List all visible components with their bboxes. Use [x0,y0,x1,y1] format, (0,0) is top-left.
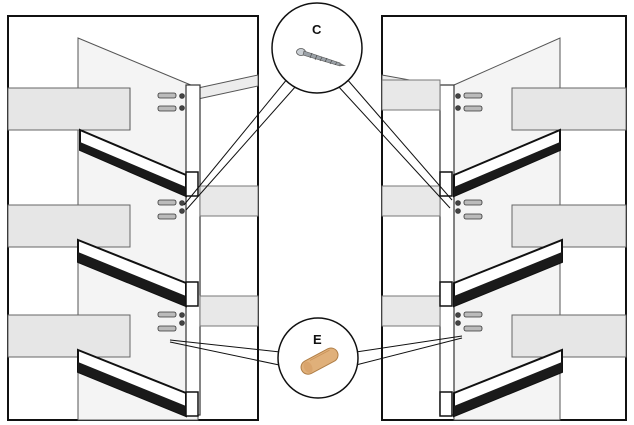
right-rail-2 [511,204,627,248]
leader-line-screw-left-2 [185,85,297,211]
right-fittings-3 [455,311,483,332]
left-dark-rail-1 [79,128,199,198]
right-assembly-panel [381,15,627,421]
leader-line-dowel-left-2 [169,341,285,367]
right-rail-1 [511,87,627,131]
callout-dowel-label: E [313,332,322,347]
left-assembly-panel [7,15,259,421]
leader-line-dowel-left [169,339,281,353]
right-rail-left-1 [381,79,441,111]
leader-line-screw-left [183,77,289,206]
right-dark-rail-3 [439,348,563,418]
leader-line-dowel-right-2 [351,337,463,367]
left-dark-rail-2 [77,238,199,308]
leader-line-screw-right [345,77,453,201]
left-rail-right-2 [199,185,259,217]
right-fittings-2 [455,199,483,220]
left-fittings-2 [157,199,185,220]
leader-line-dowel-right [355,335,463,353]
left-dark-rail-3 [77,348,199,418]
leader-line-screw-right-2 [337,85,451,209]
right-rail-left-2 [381,185,441,217]
right-rail-left-3 [381,295,441,327]
right-dark-rail-2 [439,238,563,308]
left-rail-3 [7,314,131,358]
left-front-upright [185,84,201,416]
callout-screw-label: C [312,22,322,37]
callout-screw-circle [271,2,363,94]
callout-dowel: E [169,317,463,399]
right-fittings-1 [455,92,483,112]
left-fittings-1 [157,92,185,112]
right-rail-3 [511,314,627,358]
wood-screw-icon [296,48,346,67]
right-front-upright [439,84,455,416]
left-rail-right-3 [199,295,259,327]
left-rail-1 [7,87,131,131]
callout-screw: C [183,2,453,211]
left-fittings-3 [157,311,185,332]
wooden-dowel-icon [300,347,339,375]
left-rail-2 [7,204,131,248]
